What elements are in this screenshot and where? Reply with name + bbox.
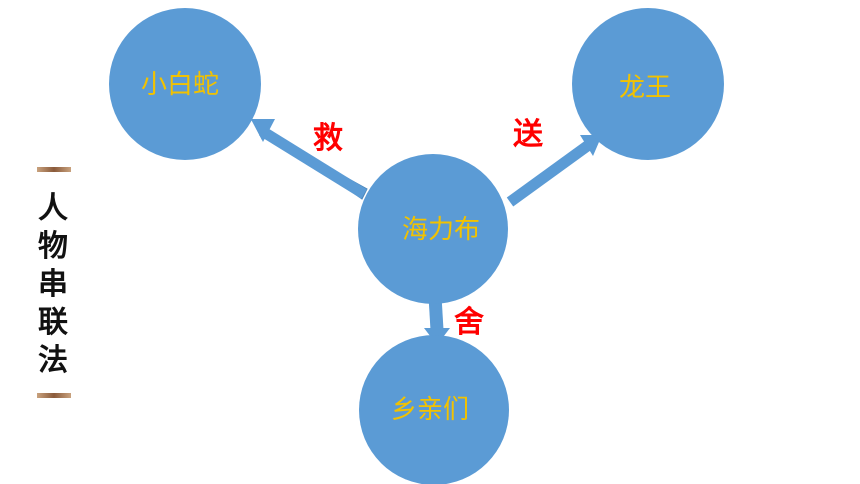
node-center: 海力布	[358, 154, 508, 304]
side-title-char: 人	[38, 191, 68, 226]
side-title-char: 物	[38, 229, 68, 264]
node-dragon: 龙王	[572, 8, 724, 160]
side-title-char: 法	[38, 343, 68, 378]
side-title-char: 串	[38, 267, 68, 302]
edge-label-save: 救	[313, 121, 343, 156]
node-villagers-label: 乡亲们	[391, 395, 469, 425]
title-bottom-rule	[37, 393, 71, 398]
arrow-center-to-dragon	[506, 135, 602, 207]
node-dragon-label: 龙王	[619, 73, 671, 103]
edge-label-give-up: 舍	[454, 305, 484, 340]
node-center-label: 海力布	[402, 215, 480, 245]
side-title: 人 物 串 联 法	[36, 190, 70, 380]
node-snake: 小白蛇	[109, 8, 261, 160]
node-snake-label: 小白蛇	[141, 70, 219, 100]
title-top-rule	[37, 167, 71, 172]
arrow-center-to-snake	[251, 119, 368, 200]
side-title-char: 联	[38, 305, 68, 340]
edge-label-send: 送	[513, 117, 543, 152]
node-villagers: 乡亲们	[359, 335, 509, 484]
